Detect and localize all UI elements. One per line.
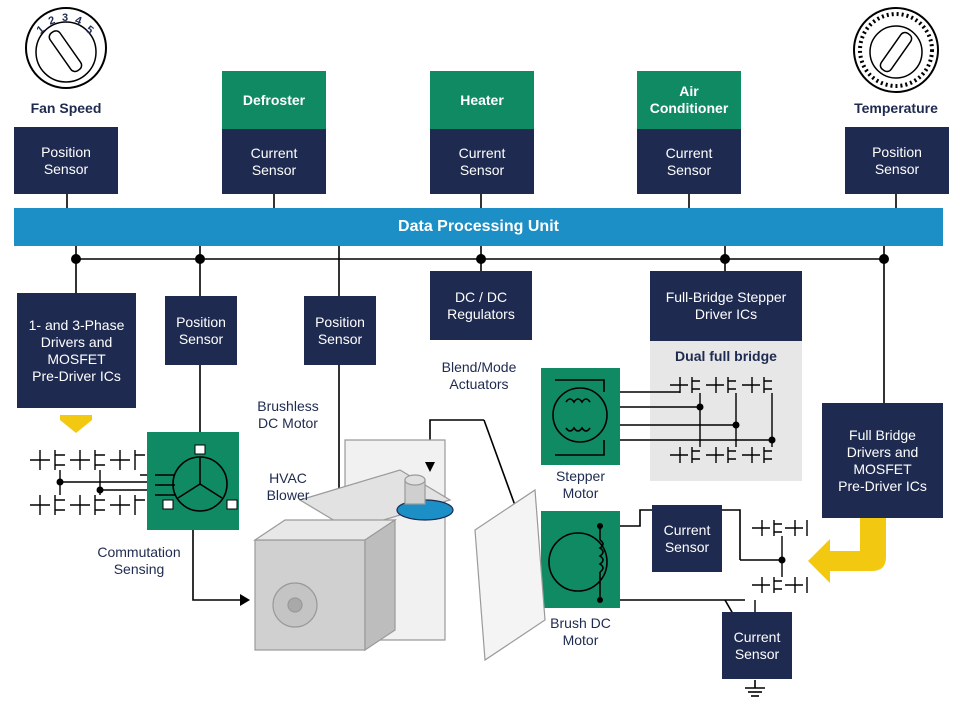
temperature-dial-icon xyxy=(853,7,939,93)
label-line1: Brushless xyxy=(257,398,319,414)
fan-position-sensor: Position Sensor xyxy=(14,127,118,194)
heater-label: Heater xyxy=(460,91,504,108)
sensor-line2: Sensor xyxy=(251,161,297,178)
sensor-line1: Current xyxy=(663,521,711,538)
block-line1: 1- and 3-Phase xyxy=(28,316,125,333)
defroster-current-sensor: Current Sensor xyxy=(222,129,326,194)
hvac-blower-label: HVAC Blower xyxy=(258,470,318,504)
hall-sensor-icons xyxy=(162,444,238,510)
sensor-line1: Current xyxy=(665,144,713,161)
defroster-block: Defroster xyxy=(222,71,326,129)
top-connectors xyxy=(66,193,897,208)
sensor-line1: Position xyxy=(176,313,226,330)
position-sensor-blower: Position Sensor xyxy=(304,296,376,365)
block-line1: Full-Bridge Stepper xyxy=(665,289,787,305)
block-line4: Pre-Driver ICs xyxy=(838,477,927,494)
dual-full-bridge-label: Dual full bridge xyxy=(675,348,777,364)
left-arrow-icon xyxy=(808,517,886,583)
brushless-dc-motor-label: Brushless DC Motor xyxy=(248,398,328,432)
fan-speed-label: Fan Speed xyxy=(30,100,102,116)
block-line1: DC / DC xyxy=(454,288,508,305)
air-conditioner-block: Air Conditioner xyxy=(637,71,741,129)
right-mosfet-array xyxy=(740,520,808,612)
bus-label: Data Processing Unit xyxy=(398,218,559,235)
blend-mode-actuators-label: Blend/Mode Actuators xyxy=(427,359,531,393)
fan-speed-dial-icon xyxy=(25,7,107,89)
ac-current-sensor: Current Sensor xyxy=(637,129,741,194)
sensor-line1: Position xyxy=(41,143,91,160)
left-array-dots xyxy=(56,478,104,494)
label-line2: Sensing xyxy=(113,561,165,577)
commutation-motor-symbol xyxy=(147,432,239,530)
sensor-line2: Sensor xyxy=(734,645,780,662)
sensor-line2: Sensor xyxy=(178,330,224,347)
sensor-line2: Sensor xyxy=(666,161,712,178)
full-bridge-drivers-block: Full Bridge Drivers and MOSFET Pre-Drive… xyxy=(822,403,943,518)
label-line2: Actuators xyxy=(449,376,509,392)
block-line1: Full Bridge xyxy=(849,426,916,443)
block-line2: Driver ICs xyxy=(694,306,758,322)
defroster-label: Defroster xyxy=(242,91,306,108)
sensor-line1: Position xyxy=(872,143,922,160)
dial-number-3: 3 xyxy=(62,12,69,24)
label-line1: Blend/Mode xyxy=(441,359,517,375)
hvac-blower-illustration xyxy=(253,439,546,662)
stepper-driver-block: Full-Bridge Stepper Driver ICs xyxy=(650,271,802,341)
brush-dc-motor-label: Brush DC Motor xyxy=(541,615,620,649)
ac-label-line1: Air xyxy=(679,83,699,99)
label-line2: Blower xyxy=(266,487,310,503)
ac-label-line2: Conditioner xyxy=(649,100,729,116)
sensor-line2: Sensor xyxy=(459,161,505,178)
block-line3: MOSFET xyxy=(47,350,106,367)
block-line2: Regulators xyxy=(447,305,515,322)
temperature-position-sensor: Position Sensor xyxy=(845,127,949,194)
sensor-line1: Current xyxy=(250,144,298,161)
phase-drivers-block: 1- and 3-Phase Drivers and MOSFET Pre-Dr… xyxy=(17,293,136,408)
block-line2: Drivers and xyxy=(40,333,113,350)
junction-dots xyxy=(71,254,889,264)
block-line2: Drivers and xyxy=(846,443,919,460)
sensor-line1: Current xyxy=(733,628,781,645)
three-phase-winding-icon xyxy=(155,456,228,512)
stepper-motor-label: Stepper Motor xyxy=(541,468,620,502)
brush-dots xyxy=(597,523,603,603)
heater-current-sensor: Current Sensor xyxy=(430,129,534,194)
sensor-line2: Sensor xyxy=(43,160,89,177)
stepper-coil-icon xyxy=(552,379,608,456)
label-line1: Commutation xyxy=(97,544,181,560)
block-line3: MOSFET xyxy=(853,460,912,477)
position-sensor-commutation: Position Sensor xyxy=(165,296,237,365)
sensor-line1: Position xyxy=(315,313,365,330)
label-line1: Stepper xyxy=(555,468,606,484)
right-array-dot xyxy=(778,556,786,564)
current-sensor-brush-motor: Current Sensor xyxy=(652,505,722,572)
down-arrow-icon xyxy=(60,415,92,433)
sensor-line2: Sensor xyxy=(874,160,920,177)
label-line1: HVAC xyxy=(269,470,307,486)
label-line1: Brush DC xyxy=(550,615,611,631)
temperature-label: Temperature xyxy=(854,100,938,116)
label-line2: DC Motor xyxy=(258,415,318,431)
label-line2: Motor xyxy=(562,485,599,501)
heater-block: Heater xyxy=(430,71,534,129)
brush-dc-motor-symbol xyxy=(541,511,620,608)
sensor-line2: Sensor xyxy=(317,330,363,347)
block-line4: Pre-Driver ICs xyxy=(32,367,121,384)
dcdc-regulators-block: DC / DC Regulators xyxy=(430,271,532,340)
blower-arrowheads xyxy=(240,462,435,606)
commutation-sensing-label: Commutation Sensing xyxy=(87,544,191,578)
sensor-line2: Sensor xyxy=(664,538,710,555)
data-processing-unit-bus: Data Processing Unit xyxy=(14,208,943,246)
sensor-line1: Current xyxy=(458,144,506,161)
label-line2: Motor xyxy=(562,632,599,648)
left-mosfet-array xyxy=(30,450,160,515)
current-sensor-bottom: Current Sensor xyxy=(722,612,792,679)
